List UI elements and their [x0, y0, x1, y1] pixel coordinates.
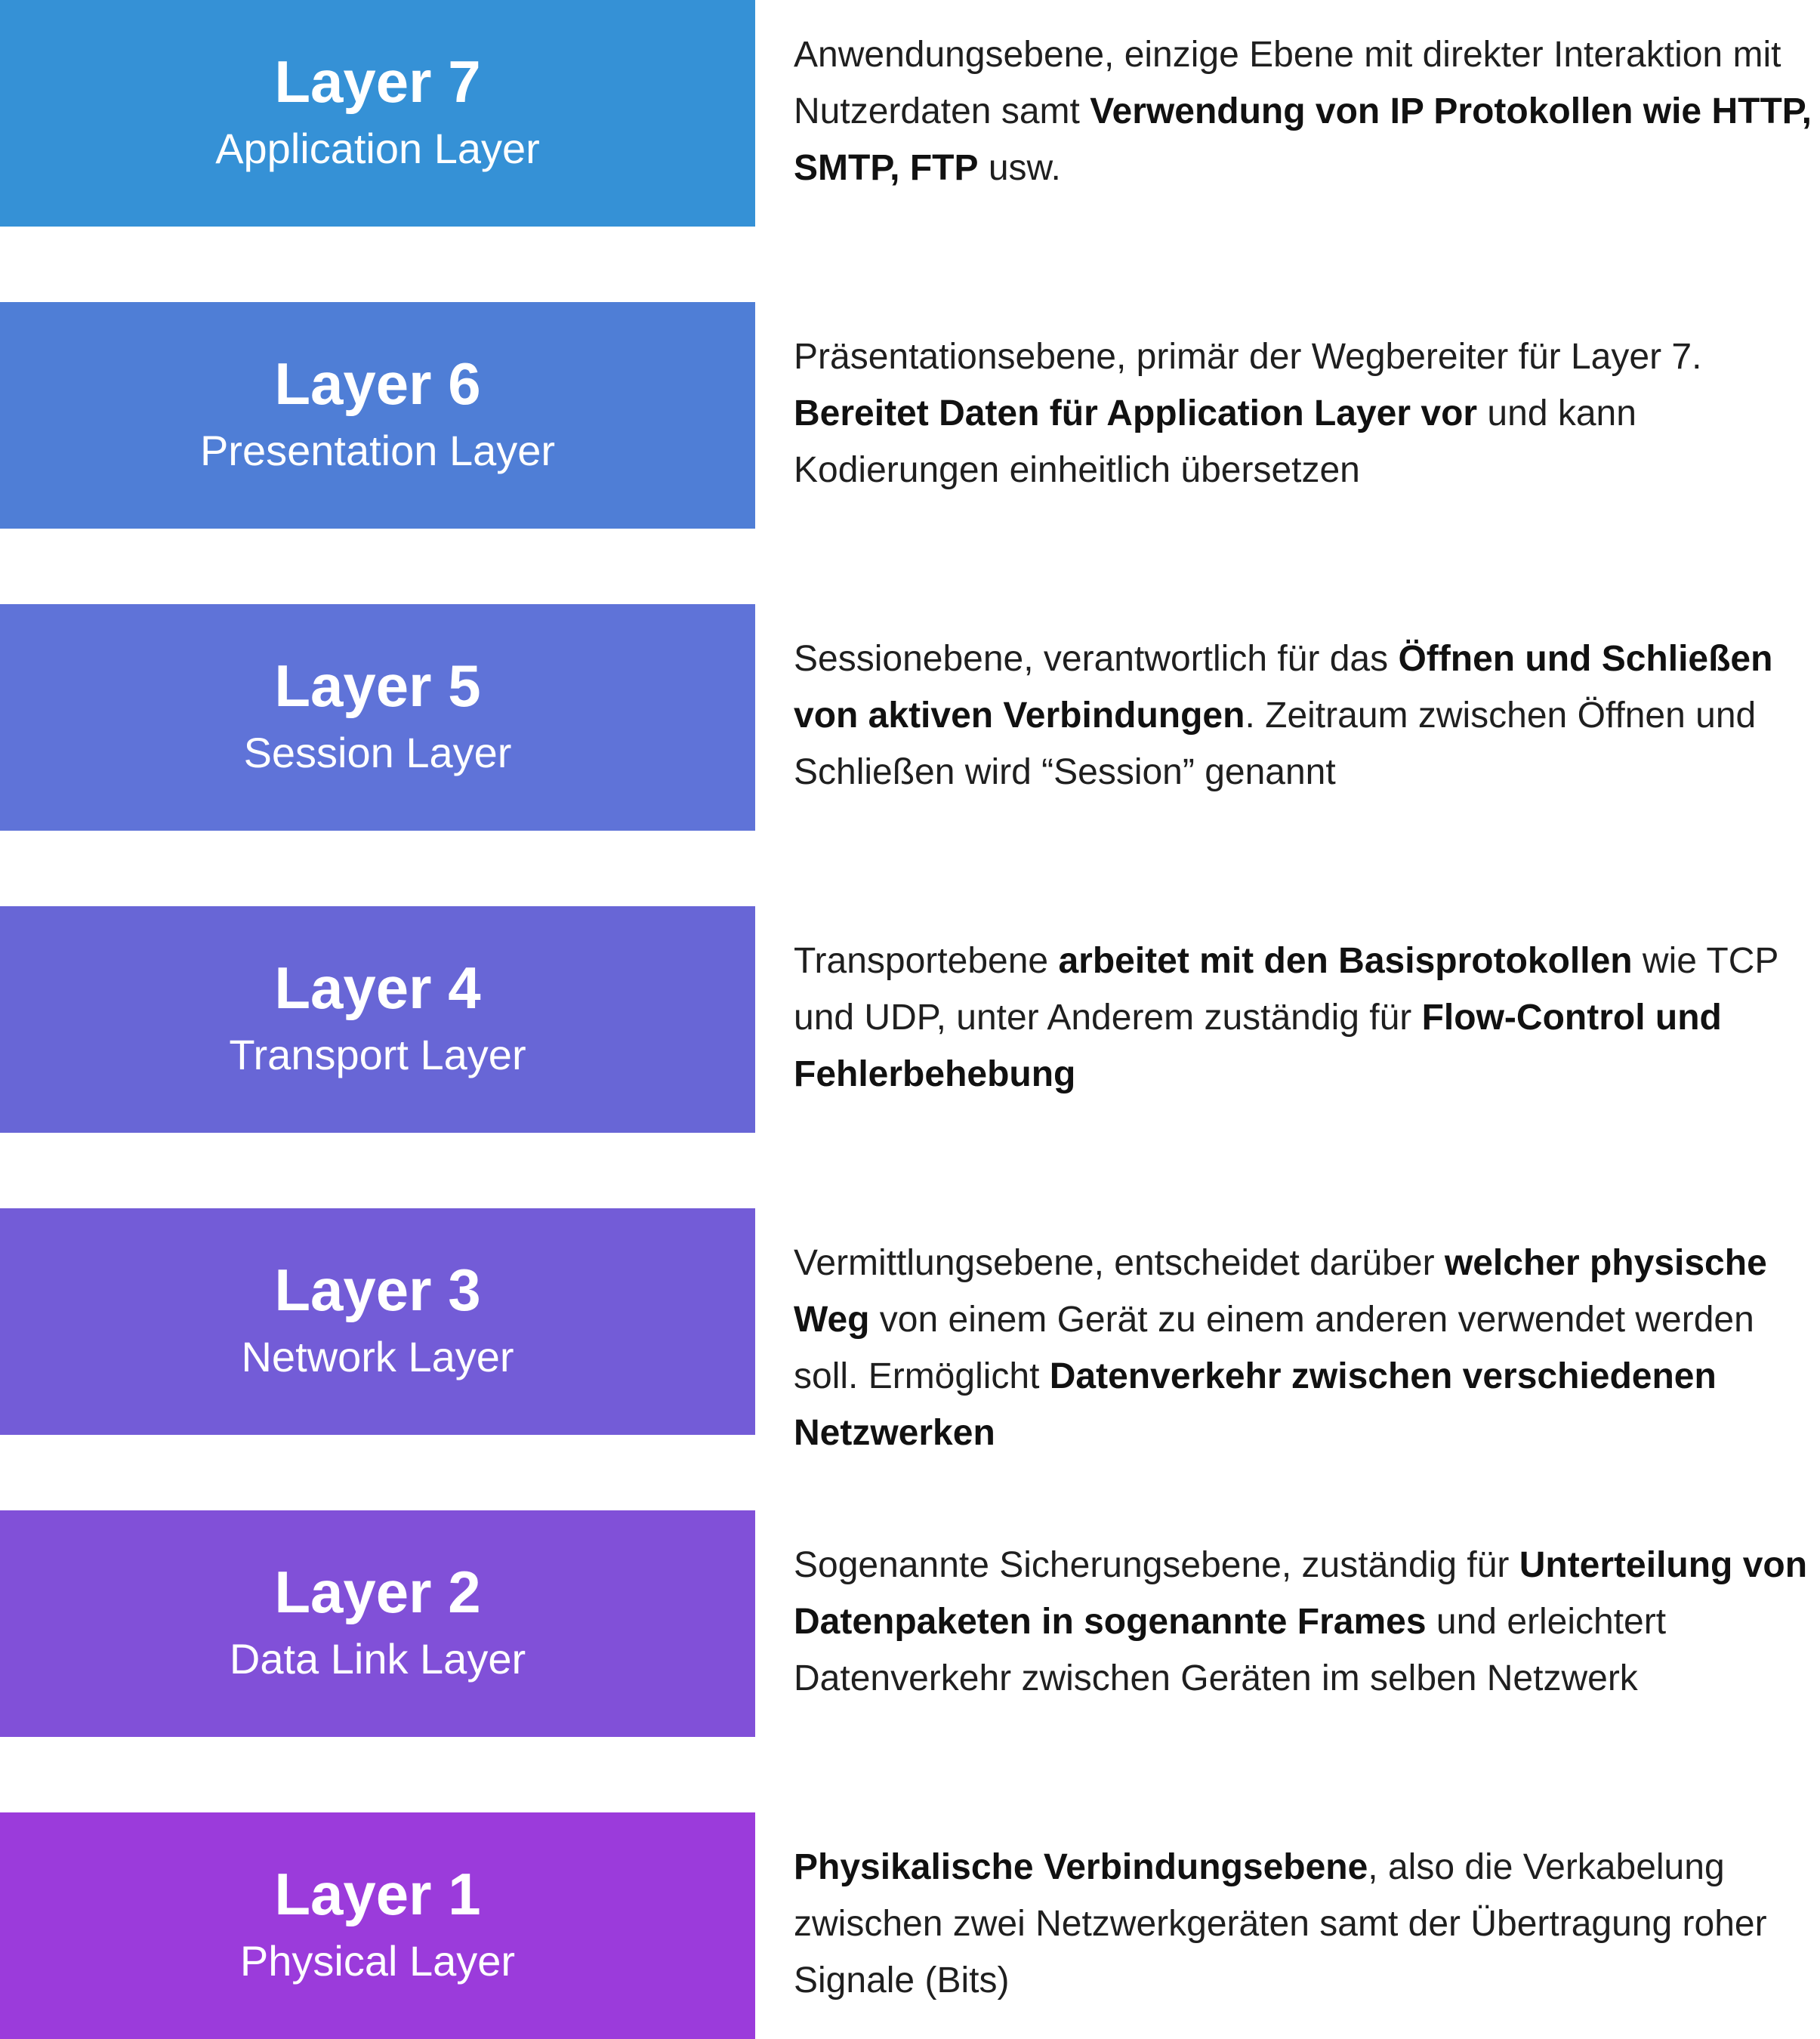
description-bold-text: Bereitet Daten für Application Layer vor: [794, 393, 1478, 433]
layer-description: Sessionebene, verantwortlich für das Öff…: [794, 631, 1817, 800]
description-line: soll. Ermöglicht Datenverkehr zwischen v…: [794, 1348, 1817, 1405]
layer-box-1: Layer 1 Physical Layer: [0, 1812, 755, 2039]
description-text: Sessionebene, verantwortlich für das: [794, 639, 1399, 679]
description-line: Fehlerbehebung: [794, 1046, 1817, 1103]
description-text: . Zeitraum zwischen Öffnen und: [1245, 696, 1757, 736]
description-text: soll. Ermöglicht: [794, 1356, 1050, 1396]
description-text: von einem Gerät zu einem anderen verwend…: [869, 1300, 1754, 1340]
description-bold-text: welcher physische: [1444, 1243, 1767, 1283]
description-line: Schließen wird “Session” genannt: [794, 744, 1817, 800]
description-line: von aktiven Verbindungen. Zeitraum zwisc…: [794, 687, 1817, 744]
description-text: und UDP, unter Anderem zuständig für: [794, 998, 1422, 1038]
description-line: Kodierungen einheitlich übersetzen: [794, 442, 1817, 498]
layer-box-7: Layer 7 Application Layer: [0, 0, 755, 227]
layer-description: Präsentationsebene, primär der Wegbereit…: [794, 329, 1817, 498]
layer-title: Layer 6: [274, 350, 481, 417]
layer-title: Layer 2: [274, 1559, 481, 1625]
layer-subtitle: Transport Layer: [229, 1031, 526, 1078]
layer-row-6: Layer 6 Presentation Layer Präsentations…: [0, 302, 1820, 529]
layer-row-1: Layer 1 Physical Layer Physikalische Ver…: [0, 1812, 1820, 2039]
description-bold-text: Unterteilung von: [1519, 1545, 1808, 1585]
description-line: Vermittlungsebene, entscheidet darüber w…: [794, 1235, 1817, 1291]
description-line: Weg von einem Gerät zu einem anderen ver…: [794, 1291, 1817, 1348]
description-text: wie TCP: [1632, 941, 1779, 981]
description-text: zwischen zwei Netzwerkgeräten samt der Ü…: [794, 1904, 1767, 1944]
description-text: Datenverkehr zwischen Geräten im selben …: [794, 1658, 1638, 1698]
description-line: Anwendungsebene, einzige Ebene mit direk…: [794, 26, 1817, 83]
description-text: Nutzerdaten samt: [794, 91, 1090, 131]
description-bold-text: Datenpaketen in sogenannte Frames: [794, 1602, 1427, 1642]
layer-subtitle: Physical Layer: [239, 1937, 516, 1985]
layer-subtitle: Application Layer: [215, 125, 540, 172]
layer-title: Layer 5: [274, 652, 481, 719]
description-bold-text: Weg: [794, 1300, 870, 1340]
description-bold-text: SMTP, FTP: [794, 148, 979, 188]
description-bold-text: von aktiven Verbindungen: [794, 696, 1245, 736]
description-line: Sessionebene, verantwortlich für das Öff…: [794, 631, 1817, 687]
description-bold-text: Verwendung von IP Protokollen wie HTTP,: [1090, 91, 1812, 131]
layer-title: Layer 7: [274, 48, 481, 115]
description-text: Schließen wird “Session” genannt: [794, 752, 1336, 792]
layer-row-7: Layer 7 Application Layer Anwendungseben…: [0, 0, 1820, 227]
layer-box-3: Layer 3 Network Layer: [0, 1208, 755, 1435]
description-text: , also die Verkabelung: [1368, 1847, 1725, 1887]
description-text: und erleichtert: [1426, 1602, 1667, 1642]
layer-title: Layer 4: [274, 955, 481, 1021]
description-bold-text: Datenverkehr zwischen verschiedenen: [1049, 1356, 1717, 1396]
description-line: Nutzerdaten samt Verwendung von IP Proto…: [794, 83, 1817, 140]
description-text: Vermittlungsebene, entscheidet darüber: [794, 1243, 1445, 1283]
description-bold-text: Fehlerbehebung: [794, 1054, 1076, 1094]
layer-box-5: Layer 5 Session Layer: [0, 604, 755, 831]
description-line: Bereitet Daten für Application Layer vor…: [794, 385, 1817, 442]
description-text: Kodierungen einheitlich übersetzen: [794, 450, 1360, 490]
description-line: Datenverkehr zwischen Geräten im selben …: [794, 1650, 1817, 1707]
layer-description: Sogenannte Sicherungsebene, zuständig fü…: [794, 1537, 1817, 1707]
layer-box-2: Layer 2 Data Link Layer: [0, 1510, 755, 1737]
description-bold-text: Netzwerken: [794, 1413, 995, 1453]
layer-title: Layer 1: [274, 1861, 481, 1927]
description-line: SMTP, FTP usw.: [794, 140, 1817, 196]
layer-row-4: Layer 4 Transport Layer Transportebene a…: [0, 906, 1820, 1133]
description-bold-text: Physikalische Verbindungsebene: [794, 1847, 1368, 1887]
layer-subtitle: Session Layer: [243, 729, 512, 776]
layer-title: Layer 3: [274, 1257, 481, 1323]
description-line: Physikalische Verbindungsebene, also die…: [794, 1839, 1817, 1896]
layer-subtitle: Presentation Layer: [199, 427, 556, 474]
layer-description: Anwendungsebene, einzige Ebene mit direk…: [794, 26, 1817, 196]
layer-description: Transportebene arbeitet mit den Basispro…: [794, 933, 1817, 1103]
description-bold-text: Öffnen und Schließen: [1398, 639, 1773, 679]
description-text: usw.: [978, 148, 1061, 188]
description-bold-text: Flow-Control und: [1421, 998, 1722, 1038]
description-text: Signale (Bits): [794, 1960, 1010, 2000]
description-text: und kann: [1477, 393, 1636, 433]
description-line: Signale (Bits): [794, 1952, 1817, 2009]
description-line: Datenpaketen in sogenannte Frames und er…: [794, 1593, 1817, 1650]
description-line: Sogenannte Sicherungsebene, zuständig fü…: [794, 1537, 1817, 1593]
description-bold-text: arbeitet mit den Basisprotokollen: [1058, 941, 1633, 981]
description-line: und UDP, unter Anderem zuständig für Flo…: [794, 989, 1817, 1046]
description-text: Präsentationsebene, primär der Wegbereit…: [794, 337, 1702, 377]
layer-box-6: Layer 6 Presentation Layer: [0, 302, 755, 529]
layer-row-3: Layer 3 Network Layer Vermittlungsebene,…: [0, 1208, 1820, 1453]
description-line: Netzwerken: [794, 1405, 1817, 1461]
description-line: zwischen zwei Netzwerkgeräten samt der Ü…: [794, 1896, 1817, 1952]
description-text: Sogenannte Sicherungsebene, zuständig fü…: [794, 1545, 1519, 1585]
description-text: Anwendungsebene, einzige Ebene mit direk…: [794, 35, 1781, 75]
layer-box-4: Layer 4 Transport Layer: [0, 906, 755, 1133]
layer-row-2: Layer 2 Data Link Layer Sogenannte Siche…: [0, 1510, 1820, 1737]
layer-description: Vermittlungsebene, entscheidet darüber w…: [794, 1235, 1817, 1461]
layer-description: Physikalische Verbindungsebene, also die…: [794, 1839, 1817, 2009]
description-line: Transportebene arbeitet mit den Basispro…: [794, 933, 1817, 989]
layer-row-5: Layer 5 Session Layer Sessionebene, vera…: [0, 604, 1820, 831]
description-line: Präsentationsebene, primär der Wegbereit…: [794, 329, 1817, 385]
description-text: Transportebene: [794, 941, 1059, 981]
layer-subtitle: Network Layer: [241, 1333, 514, 1380]
layer-subtitle: Data Link Layer: [229, 1635, 526, 1683]
